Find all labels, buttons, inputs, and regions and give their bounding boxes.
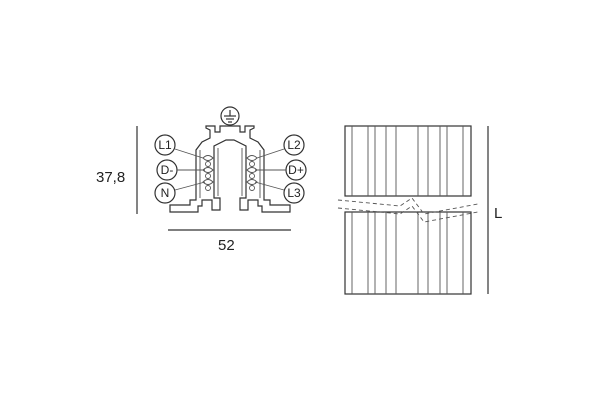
leader-line bbox=[256, 148, 285, 159]
contact-slot bbox=[246, 155, 258, 161]
contact-point bbox=[205, 173, 211, 179]
terminal-badge bbox=[283, 134, 305, 156]
contact-point bbox=[205, 185, 211, 191]
terminal-d-plus: D+ bbox=[255, 159, 307, 181]
width-dimension: 52 bbox=[168, 229, 291, 254]
profile-outline bbox=[169, 125, 291, 213]
profile-inner-channel bbox=[199, 148, 261, 198]
side-view-top-segment bbox=[344, 125, 472, 197]
terminal-badge bbox=[283, 182, 305, 204]
terminal-label: D+ bbox=[288, 163, 304, 177]
terminal-label: L2 bbox=[287, 138, 301, 152]
break-line-top bbox=[337, 197, 479, 215]
terminal-d-minus: D- bbox=[156, 159, 205, 181]
leader-line bbox=[254, 181, 285, 191]
track-profile-cross-section bbox=[169, 125, 291, 213]
contact-slot bbox=[202, 179, 214, 185]
contact-point bbox=[249, 185, 255, 191]
right-contact-slots bbox=[246, 155, 258, 191]
contact-slot bbox=[202, 167, 214, 173]
terminal-n: N bbox=[154, 181, 206, 204]
side-view-bottom-segment bbox=[344, 211, 472, 295]
terminal-l1: L1 bbox=[154, 134, 204, 159]
width-label: 52 bbox=[218, 237, 235, 254]
leader-line bbox=[174, 181, 206, 191]
left-contact-slots bbox=[202, 155, 214, 191]
break-line-bottom bbox=[337, 205, 479, 223]
height-label: 37,8 bbox=[96, 169, 125, 186]
terminal-l3: L3 bbox=[254, 181, 305, 204]
terminal-badge bbox=[154, 134, 176, 156]
track-side-view bbox=[337, 125, 479, 295]
height-dimension: 37,8 bbox=[96, 126, 138, 214]
contact-point bbox=[249, 161, 255, 167]
length-label: L bbox=[494, 205, 502, 222]
terminal-label: L3 bbox=[287, 186, 301, 200]
leader-line bbox=[174, 148, 204, 159]
terminal-label: D- bbox=[161, 163, 174, 177]
terminal-l2: L2 bbox=[256, 134, 305, 159]
terminal-label: N bbox=[161, 186, 170, 200]
earth-ground-icon bbox=[220, 106, 240, 126]
length-dimension: L bbox=[487, 126, 502, 294]
contact-slot bbox=[202, 155, 214, 161]
side-view-profile-lines bbox=[351, 126, 464, 294]
contact-slot bbox=[246, 179, 258, 185]
terminal-label: L1 bbox=[158, 138, 172, 152]
contact-point bbox=[205, 161, 211, 167]
terminal-badge bbox=[154, 182, 176, 204]
contact-point bbox=[249, 173, 255, 179]
